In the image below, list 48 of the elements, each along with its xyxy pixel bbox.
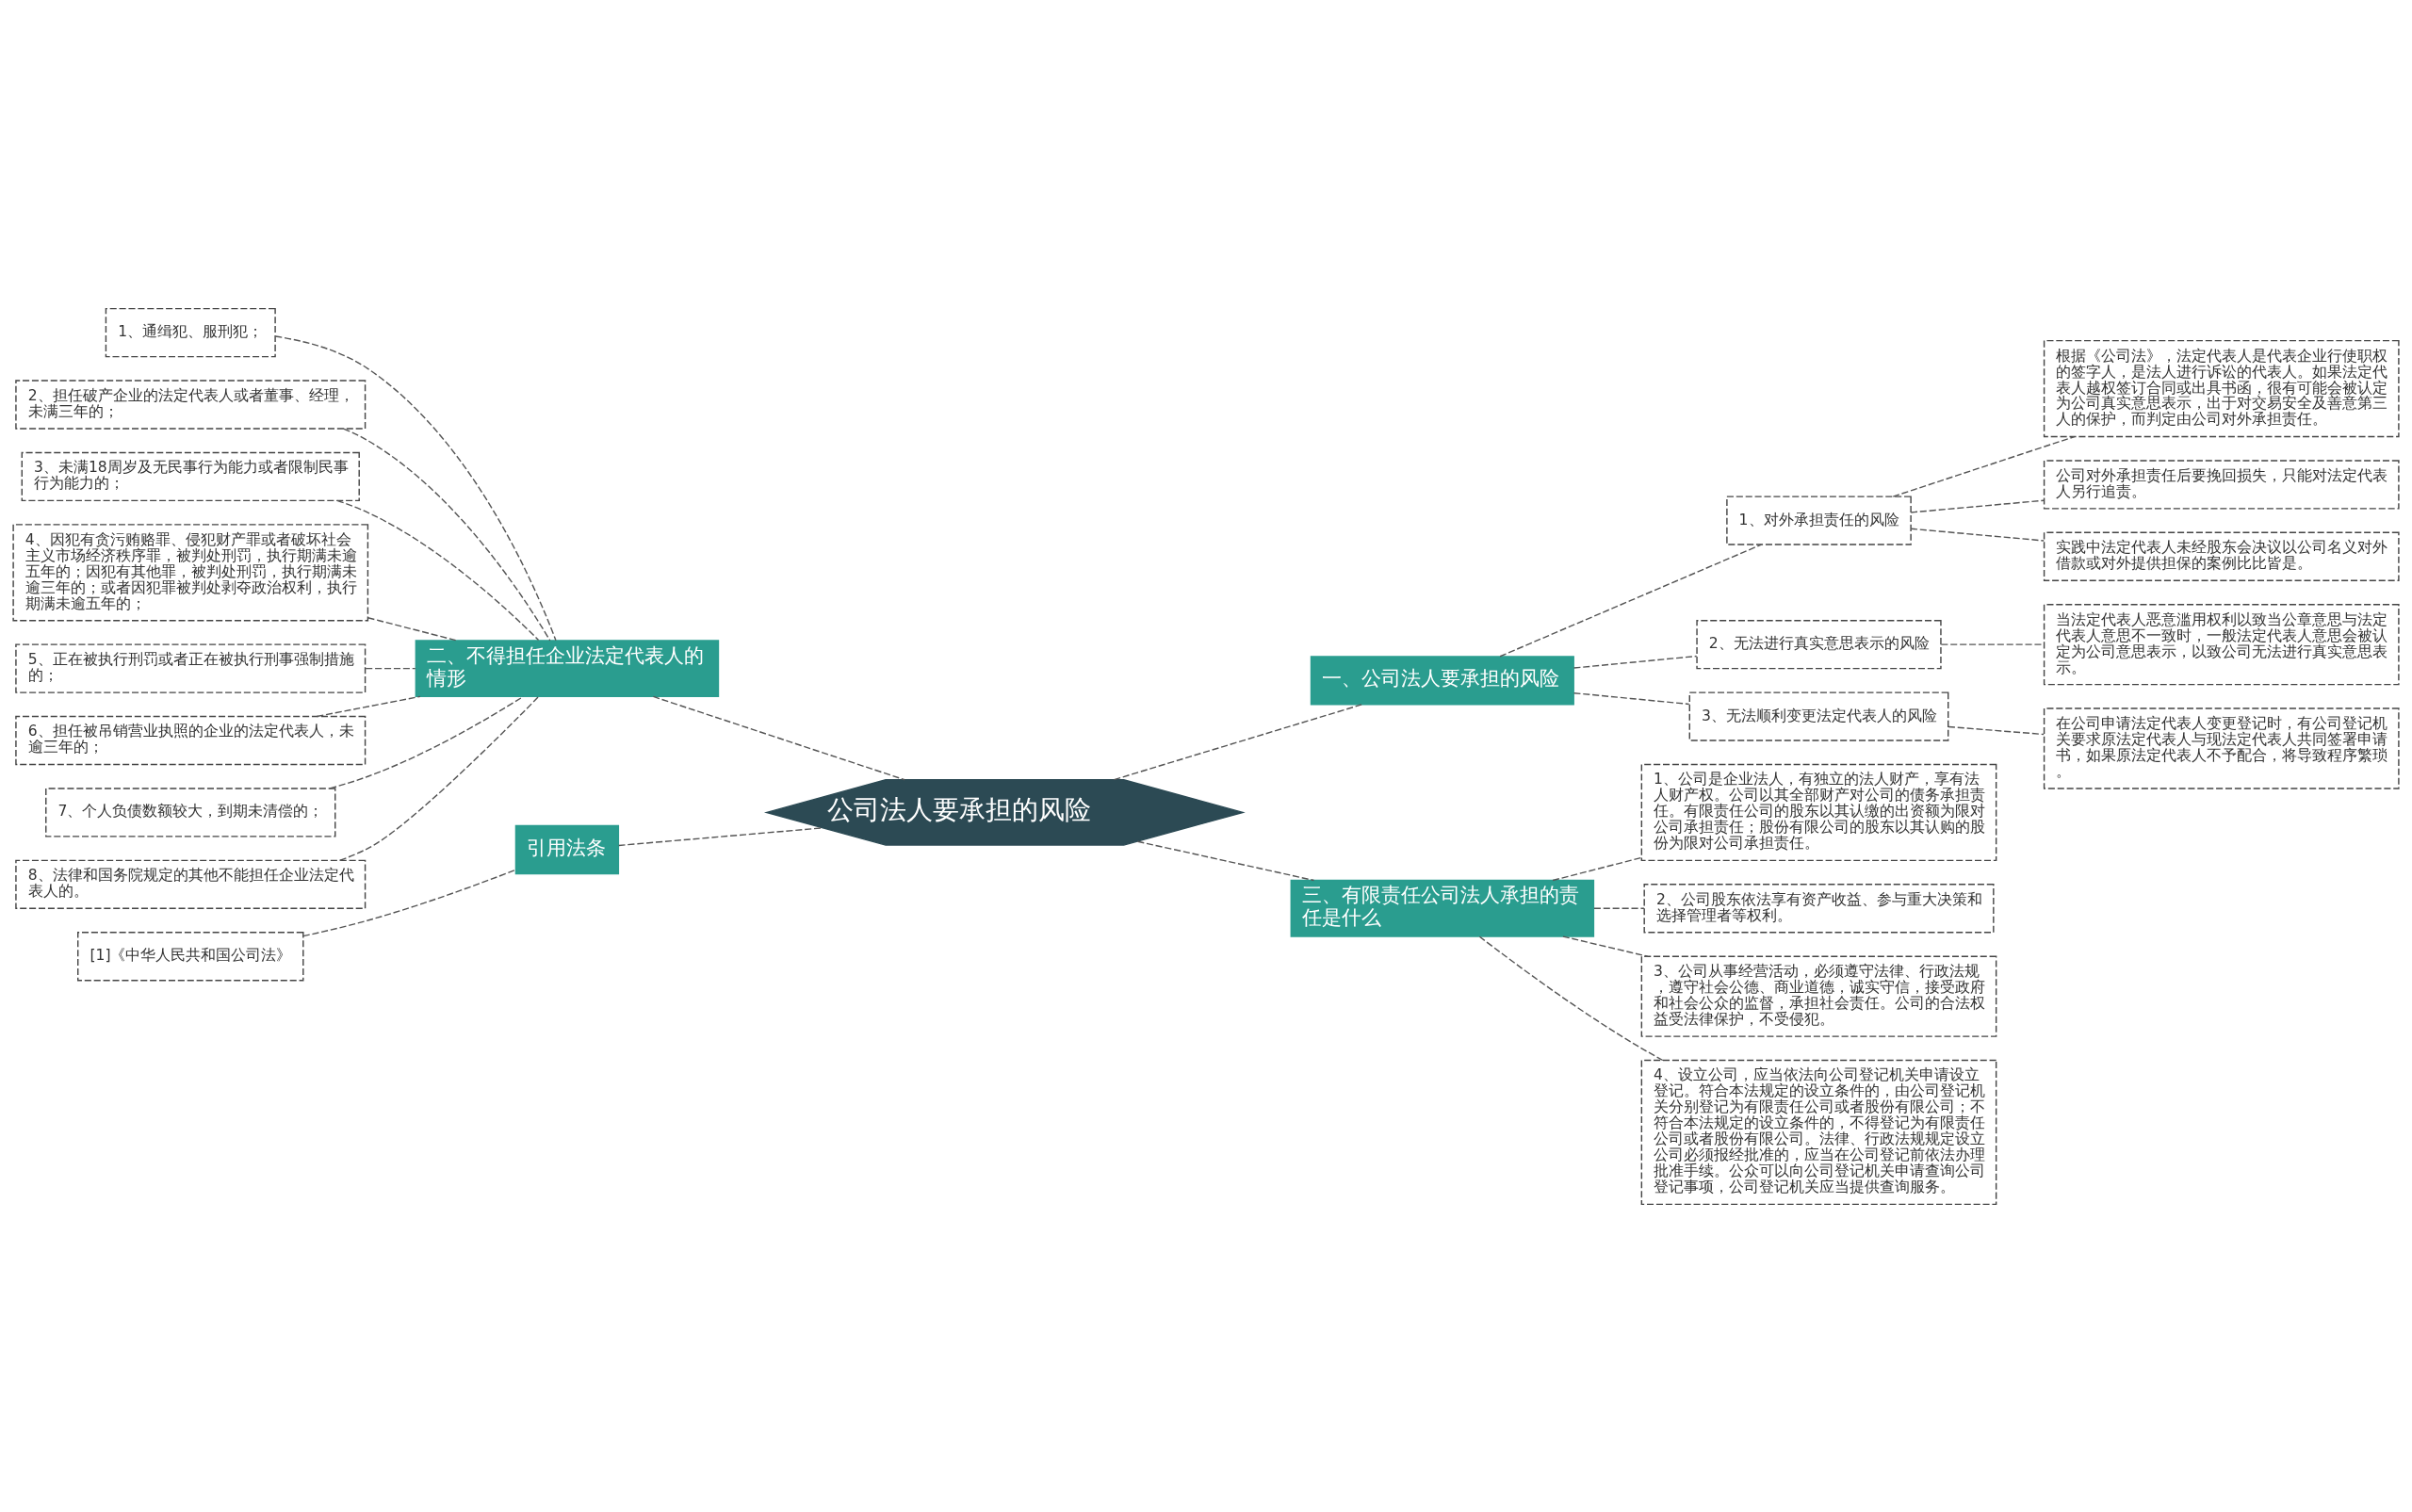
connector bbox=[329, 695, 524, 789]
node-box: 二、不得担任企业法定代表人的情形 bbox=[415, 639, 720, 697]
connector bbox=[1552, 856, 1642, 881]
connector bbox=[1562, 935, 1649, 957]
connector bbox=[343, 427, 551, 642]
connector bbox=[302, 869, 516, 936]
node-box: 6、担任被吊销营业执照的企业的法定代表人，未逾三年的； bbox=[15, 715, 367, 765]
node-box: 2、担任破产企业的法定代表人或者董事、经理，未满三年的； bbox=[15, 379, 367, 430]
node-box: 3、公司从事经营活动，必须遵守法律、行政法规，遵守社会公德、商业道德，诚实守信，接受政府和社会公众的监督，承担社会责任。公司的合法权益受法律保护，不受侵犯。 bbox=[1640, 955, 1997, 1037]
node-box: 一、公司法人要承担的风险 bbox=[1310, 655, 1574, 706]
node-box: 在公司申请法定代表人变更登记时，有公司登记机关要求原法定代表人与现法定代表人共同签署申请书，如果原法定代表人不予配合，将导致程序繁琐。 bbox=[2043, 707, 2400, 789]
node-box: 3、未满18周岁及无民事行为能力或者限制民事行为能力的； bbox=[21, 451, 360, 501]
node-box: 根据《公司法》，法定代表人是代表企业行使职权的签字人，是法人进行诉讼的代表人。如果法定代表人越权签订合同或出具书函，很有可能会被认定为公司真实意思表示，出于对交易安全及善意第三人的保护，而判定由公司对外承担责任。 bbox=[2043, 339, 2400, 437]
node-box: 5、正在被执行刑罚或者正在被执行刑事强制措施的； bbox=[15, 642, 367, 693]
connector bbox=[339, 695, 540, 861]
connector bbox=[1910, 499, 2045, 513]
connector bbox=[1892, 435, 2076, 497]
node-box: 4、设立公司，应当依法向公司登记机关申请设立登记。符合本法规定的设立条件的，由公司登记机关分别登记为有限责任公司或者股份有限公司；不符合本法规定的设立条件的，不得登记为有限责任公司或者股份有限公司。法律、行政法规规定设立公司必须报经批准的，应当在公司登记前依法办理批准手续。公众可以向公司登记机关申请查询公司登记事项，公司登记机关应当提供查询服务。 bbox=[1640, 1059, 1997, 1205]
node-box: 7、个人负债数额较大，到期未清偿的； bbox=[45, 787, 336, 837]
connector bbox=[1113, 703, 1363, 780]
connector bbox=[1573, 691, 1690, 705]
node-box: 2、无法进行真实意思表示的风险 bbox=[1696, 619, 1942, 669]
connector bbox=[1573, 655, 1698, 669]
node-box: 当法定代表人恶意滥用权利以致当公章意思与法定代表人意思不一致时，一般法定代表人意思会被认定为公司意思表示，以致公司无法进行真实意思表示。 bbox=[2043, 603, 2400, 685]
node-box: 实践中法定代表人未经股东会决议以公司名义对外借款或对外提供担保的案例比比皆是。 bbox=[2043, 531, 2400, 581]
connector bbox=[1478, 935, 1664, 1061]
connector bbox=[1910, 528, 2045, 542]
node-box: 3、无法顺利变更法定代表人的风险 bbox=[1688, 691, 1949, 741]
node-box: [1]《中华人民共和国公司法》 bbox=[77, 931, 304, 981]
node-box: 引用法条 bbox=[514, 824, 620, 874]
connector bbox=[367, 616, 457, 641]
connector bbox=[652, 695, 905, 780]
node-box: 1、通缉犯、服刑犯； bbox=[105, 307, 276, 357]
connector bbox=[618, 826, 823, 846]
connector bbox=[1499, 543, 1763, 657]
node-box: 1、公司是企业法人，有独立的法人财产，享有法人财产权。公司以其全部财产对公司的债务承担责任。有限责任公司的股东以其认缴的出资额为限对公司承担责任；股份有限公司的股东以其认购的股份为限对公司承担责任。 bbox=[1640, 763, 1997, 861]
node-box: 公司对外承担责任后要挽回损失，只能对法定代表人另行追责。 bbox=[2043, 459, 2400, 510]
connector bbox=[1948, 725, 2045, 735]
connector bbox=[274, 334, 557, 641]
node-box: 8、法律和国务院规定的其他不能担任企业法定代表人的。 bbox=[15, 859, 367, 909]
node-box: 1、对外承担责任的风险 bbox=[1726, 495, 1912, 545]
node-box: 4、因犯有贪污贿赂罪、侵犯财产罪或者破坏社会主义市场经济秩序罪，被判处刑罚，执行期满未逾五年的；因犯有其他罪，被判处刑罚，执行期满未逾三年的；或者因犯罪被判处剥夺政治权利，执行期满未逾五年的； bbox=[12, 523, 369, 621]
connector bbox=[365, 667, 416, 669]
connector bbox=[1593, 907, 1645, 909]
node-box: 2、公司股东依法享有资产收益、参与重大决策和选择管理者等权利。 bbox=[1643, 883, 1995, 933]
node-box: 三、有限责任公司法人承担的责任是什么 bbox=[1290, 879, 1595, 937]
connector bbox=[1136, 840, 1315, 881]
connector bbox=[336, 499, 540, 641]
